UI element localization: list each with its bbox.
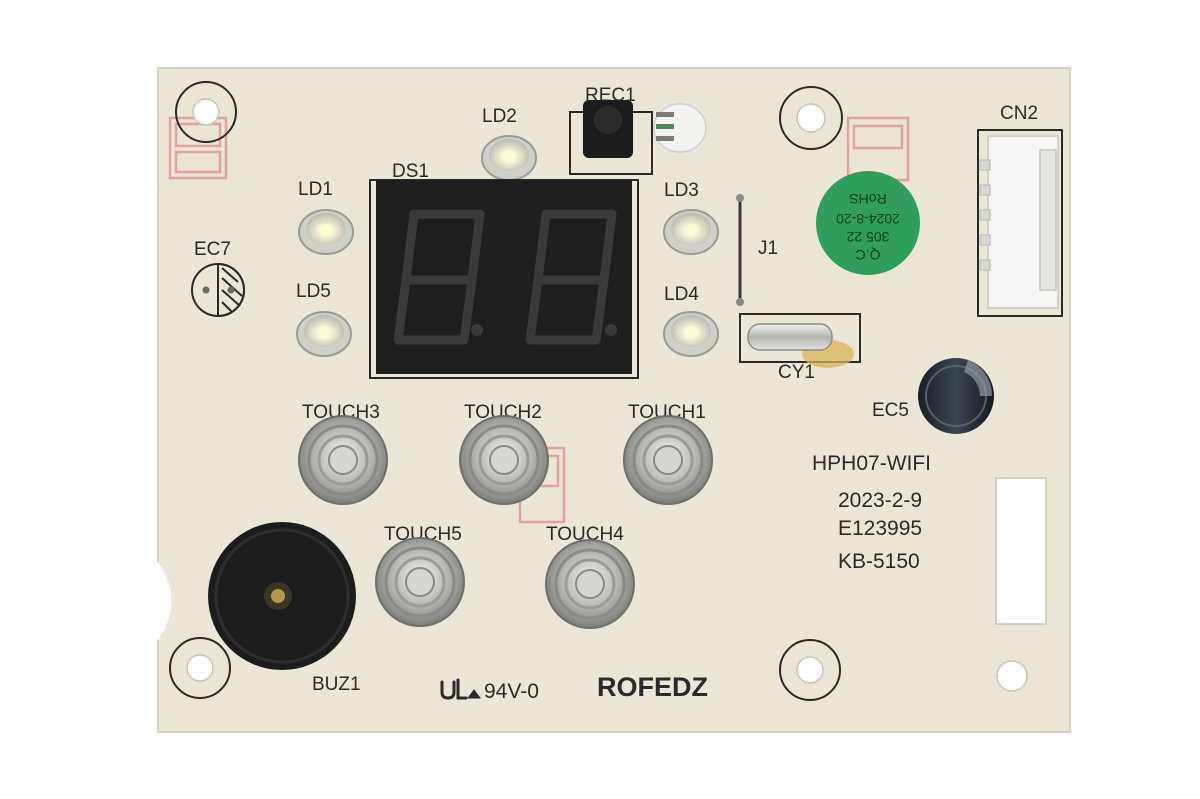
qc-rohs-sticker: Q.C 305 22 2024-8-20 RoHS	[816, 171, 920, 275]
mounting-hole-small-right	[996, 660, 1028, 692]
label-ds1: DS1	[392, 161, 429, 182]
led-ld2	[481, 135, 537, 181]
label-ld3: LD3	[664, 180, 699, 201]
touch-spring-touch2[interactable]	[459, 415, 549, 505]
board-ul-file: E123995	[838, 517, 922, 540]
seven-segment-display-ds1	[369, 179, 639, 379]
board-slot-cutout	[995, 477, 1047, 625]
led-ld3	[663, 209, 719, 255]
flammability-rating: 94V-0	[484, 680, 539, 703]
sticker-line-date: 2024-8-20	[836, 211, 900, 227]
led-ld4	[663, 311, 719, 357]
touch-spring-touch5[interactable]	[375, 537, 465, 627]
label-buz1: BUZ1	[312, 674, 361, 695]
board-date: 2023-2-9	[838, 489, 922, 512]
electrolytic-capacitor-ec5	[918, 358, 994, 434]
label-ec5: EC5	[872, 400, 909, 421]
label-ld1: LD1	[298, 179, 333, 200]
label-ec7: EC7	[194, 239, 231, 260]
label-touch2: TOUCH2	[464, 402, 542, 423]
board-model: HPH07-WIFI	[812, 452, 931, 475]
jumper-wire-j1	[736, 194, 744, 306]
connector-cn2	[977, 129, 1063, 317]
sticker-line-batch: 305 22	[846, 229, 889, 245]
touch-spring-touch1[interactable]	[623, 415, 713, 505]
label-touch1: TOUCH1	[628, 402, 706, 423]
capacitor-footprint-ec7	[191, 262, 245, 318]
buzzer-buz1	[208, 522, 356, 670]
crystal-cy1	[739, 313, 861, 368]
label-touch4: TOUCH4	[546, 524, 624, 545]
board-part-number: KB-5150	[838, 550, 920, 573]
sticker-line-rohs: RoHS	[849, 191, 886, 207]
mounting-hole-top-right	[779, 86, 843, 150]
sticker-line-qc: Q.C	[856, 247, 881, 263]
touch-spring-touch3[interactable]	[298, 415, 388, 505]
label-cy1: CY1	[778, 362, 815, 383]
label-touch5: TOUCH5	[384, 524, 462, 545]
mounting-hole-top-left	[175, 81, 237, 143]
ir-receiver-rec1	[569, 100, 707, 175]
mounting-hole-bottom-right	[779, 639, 841, 701]
label-rec1: REC1	[585, 85, 636, 106]
label-j1: J1	[758, 238, 778, 259]
led-ld5	[296, 311, 352, 357]
mounting-hole-bottom-left	[169, 637, 231, 699]
label-ld4: LD4	[664, 284, 699, 305]
touch-spring-touch4[interactable]	[545, 539, 635, 629]
label-cn2: CN2	[1000, 103, 1038, 124]
led-ld1	[298, 209, 354, 255]
brand-name: ROFEDZ	[597, 672, 708, 702]
ul-recognized-logo	[440, 678, 481, 700]
label-touch3: TOUCH3	[302, 402, 380, 423]
label-ld2: LD2	[482, 106, 517, 127]
label-ld5: LD5	[296, 281, 331, 302]
